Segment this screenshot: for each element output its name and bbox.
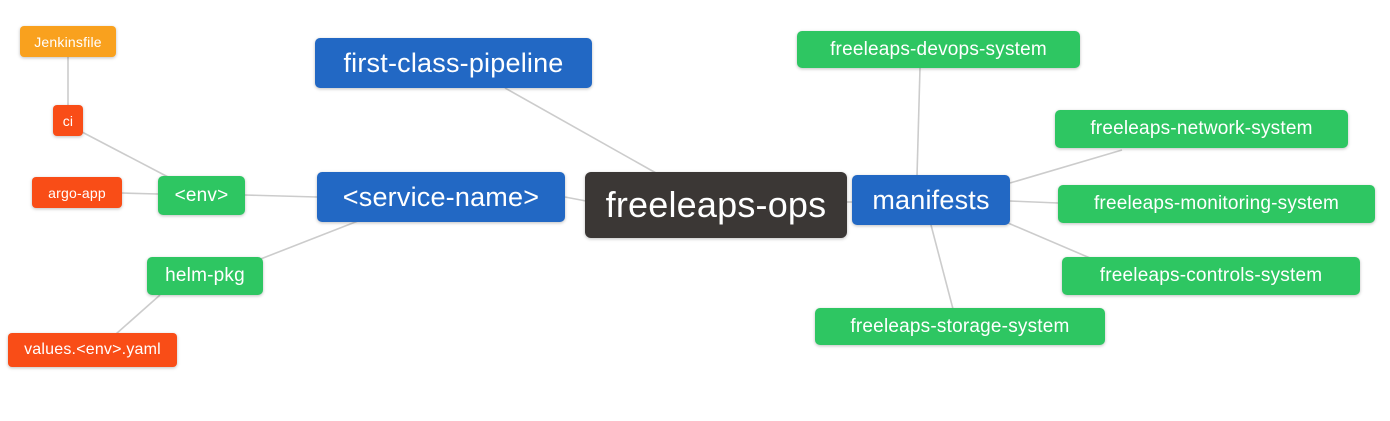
node-freeleaps-ops[interactable]: freeleaps-ops	[585, 172, 847, 238]
edge-argo-app-env	[121, 192, 159, 195]
edge-service-name-freeleaps-ops	[564, 196, 587, 202]
edge-helm-pkg-service-name	[257, 220, 359, 261]
edge-pipeline-freeleaps-ops	[504, 87, 657, 174]
edge-values-helm-pkg	[115, 294, 161, 335]
edge-manifests-network	[1009, 149, 1123, 184]
node-service-name[interactable]: <service-name>	[317, 172, 565, 222]
node-env[interactable]: <env>	[158, 176, 245, 215]
node-jenkinsfile[interactable]: Jenkinsfile	[20, 26, 116, 57]
edge-manifests-controls	[1007, 222, 1091, 259]
edge-ci-env	[81, 131, 171, 179]
node-helm-pkg[interactable]: helm-pkg	[147, 257, 263, 295]
node-ci[interactable]: ci	[53, 105, 83, 136]
node-freeleaps-monitoring-system[interactable]: freeleaps-monitoring-system	[1058, 185, 1375, 223]
node-freeleaps-storage-system[interactable]: freeleaps-storage-system	[815, 308, 1105, 345]
edge-env-service-name	[244, 194, 318, 198]
node-freeleaps-controls-system[interactable]: freeleaps-controls-system	[1062, 257, 1360, 295]
node-freeleaps-devops-system[interactable]: freeleaps-devops-system	[797, 31, 1080, 68]
edge-manifests-storage	[930, 224, 954, 310]
node-manifests[interactable]: manifests	[852, 175, 1010, 225]
node-argo-app[interactable]: argo-app	[32, 177, 122, 208]
node-freeleaps-network-system[interactable]: freeleaps-network-system	[1055, 110, 1348, 148]
edge-manifests-monitoring	[1009, 200, 1059, 204]
node-values-env-yaml[interactable]: values.<env>.yaml	[8, 333, 177, 367]
edge-manifests-devops	[916, 67, 921, 177]
node-first-class-pipeline[interactable]: first-class-pipeline	[315, 38, 592, 88]
